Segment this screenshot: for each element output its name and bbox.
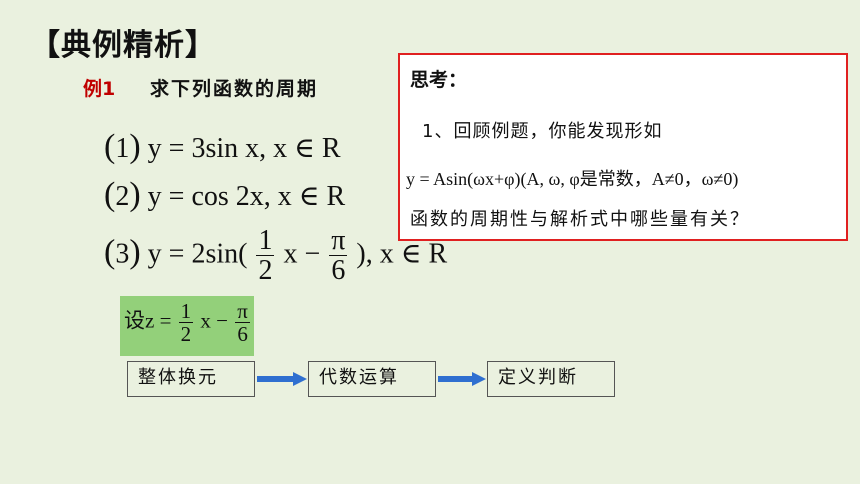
equation-1: (1) y = 3sin x, x ∈ R [104,128,341,165]
equation-1-body: y = 3sin x, x ∈ R [147,133,341,164]
flow-arrow-1-icon [257,372,307,386]
equation-3-fraction-1: 1 2 [256,225,275,287]
think-box: 思考： 1、回顾例题，你能发现形如 y = Asin(ωx+φ)(A, ω, φ… [398,53,848,241]
flow-arrow-2-icon [438,372,486,386]
substitution-fraction-2: π 6 [235,300,250,345]
example-text: 求下列函数的周期 [150,78,319,100]
think-line-3: 函数的周期性与解析式中哪些量有关？ [410,209,750,230]
slide-title: 【典例精析】 [30,28,216,63]
equation-1-number: 1 [115,133,130,164]
flow-step-1: 整体换元 [127,361,255,397]
substitution-fraction-1: 1 2 [178,299,194,347]
equation-2: (2) y = cos 2x, x ∈ R [104,176,346,213]
substitution-formula: 设z = 1 2 x − π 6 [124,300,252,345]
equation-3: (3) y = 2sin( 1 2 x − π 6 ), x ∈ R [104,225,448,287]
flow-step-2: 代数运算 [308,361,436,397]
fraction-numerator: π [329,225,348,257]
think-line-2: y = Asin(ωx+φ)(A, ω, φ是常数，A≠0，ω≠0) [406,169,739,189]
equation-2-number: 2 [115,181,130,212]
think-heading: 思考： [410,69,468,91]
fraction-denominator: 2 [258,255,273,287]
flow-step-3: 定义判断 [487,361,615,397]
substitution-pre: 设z = [124,308,172,333]
fraction-numerator: 1 [256,225,275,257]
equation-3-number: 3 [115,238,130,270]
equation-3-pre: y = 2sin( [147,238,248,270]
equation-2-body: y = cos 2x, x ∈ R [147,181,346,212]
substitution-box: 设z = 1 2 x − π 6 [120,296,254,356]
equation-3-fraction-2: π 6 [329,225,348,287]
fraction-denominator: 2 [180,322,192,347]
think-line-1: 1、回顾例题，你能发现形如 [422,121,663,142]
fraction-numerator: π [235,299,250,324]
example-label: 例1 [83,78,116,100]
equation-3-post: ), x ∈ R [356,238,448,270]
fraction-denominator: 6 [331,255,346,287]
fraction-denominator: 6 [237,322,248,347]
fraction-numerator: 1 [178,299,194,324]
substitution-mid: x − [200,308,229,333]
equation-3-mid: x − [283,238,321,270]
